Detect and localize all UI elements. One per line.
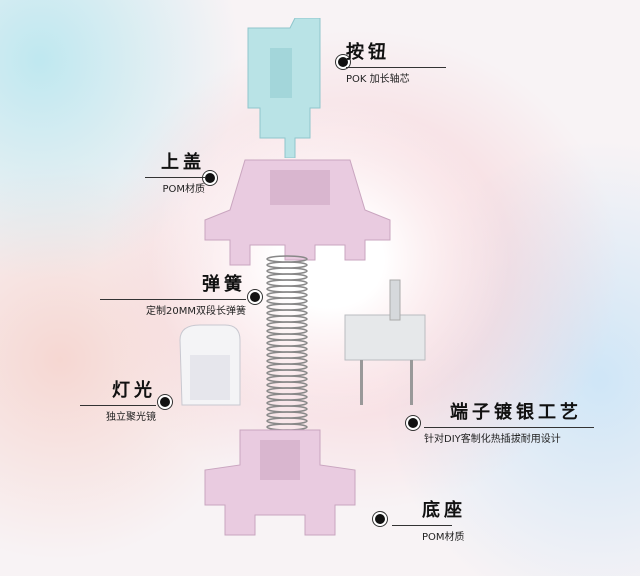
top-housing-title: 上盖 xyxy=(161,152,205,173)
light-subtitle: 独立聚光镜 xyxy=(106,412,156,423)
spring-coil xyxy=(266,393,308,401)
spring-coil xyxy=(266,315,308,323)
bottom-housing-subtitle: POM材质 xyxy=(422,532,465,543)
spring-coil xyxy=(266,333,308,341)
spring-coil xyxy=(266,357,308,365)
top-housing-label: 上盖 POM材质 xyxy=(145,148,205,195)
bottom-housing-marker-dot xyxy=(375,514,385,524)
spring-coil xyxy=(266,309,308,317)
stem-label: 按钮 POK 加长轴芯 xyxy=(346,38,446,85)
top-housing-part xyxy=(204,159,391,266)
stem-marker-dot xyxy=(338,57,348,67)
bottom-housing-divider xyxy=(392,525,452,526)
stem-title: 按钮 xyxy=(346,42,390,63)
spring-coil xyxy=(266,291,308,299)
stem-part xyxy=(247,18,321,158)
stem-subtitle: POK 加长轴芯 xyxy=(346,74,410,85)
spring-coil xyxy=(266,351,308,359)
spring-coil xyxy=(266,363,308,371)
terminal-title: 端子镀银工艺 xyxy=(450,402,582,423)
spring-subtitle: 定制20MM双段长弹簧 xyxy=(146,306,246,317)
spring-coil xyxy=(266,321,308,329)
stem-divider xyxy=(346,67,446,68)
spring-coil xyxy=(266,261,308,269)
top-housing-subtitle: POM材质 xyxy=(162,184,205,195)
terminal-part xyxy=(344,279,426,405)
spring-title: 弹簧 xyxy=(202,274,246,295)
top-housing-divider xyxy=(145,177,205,178)
spring-coil xyxy=(266,375,308,383)
spring-coil xyxy=(266,279,308,287)
terminal-divider xyxy=(424,427,594,428)
bottom-housing-part xyxy=(204,429,356,536)
spring-coil xyxy=(266,327,308,335)
terminal-label: 端子镀银工艺 针对DIY客制化热插拔耐用设计 xyxy=(424,398,594,445)
terminal-marker-dot xyxy=(408,418,418,428)
spring-label: 弹簧 定制20MM双段长弹簧 xyxy=(100,270,246,317)
spring-coil xyxy=(266,417,308,425)
light-label: 灯光 独立聚光镜 xyxy=(80,376,156,423)
spring-coil xyxy=(266,255,308,263)
spring-coil xyxy=(266,411,308,419)
spring-coil xyxy=(266,369,308,377)
spring-coil xyxy=(266,285,308,293)
light-title: 灯光 xyxy=(112,380,156,401)
spring-divider xyxy=(100,299,246,300)
spring-coil xyxy=(266,339,308,347)
spring-coil xyxy=(266,297,308,305)
spring-coil xyxy=(266,267,308,275)
bottom-housing-label: 底座 POM材质 xyxy=(392,496,466,543)
light-lens-part xyxy=(179,324,241,406)
top-housing-marker-dot xyxy=(205,173,215,183)
light-marker-dot xyxy=(160,397,170,407)
spring-coil xyxy=(266,273,308,281)
spring-coil xyxy=(266,399,308,407)
bottom-housing-title: 底座 xyxy=(422,500,466,521)
spring-coil xyxy=(266,303,308,311)
spring-marker-dot xyxy=(250,292,260,302)
terminal-subtitle: 针对DIY客制化热插拔耐用设计 xyxy=(424,434,561,445)
spring-coil xyxy=(266,345,308,353)
spring-coil xyxy=(266,381,308,389)
light-divider xyxy=(80,405,156,406)
spring-coil xyxy=(266,405,308,413)
spring-coil xyxy=(266,387,308,395)
